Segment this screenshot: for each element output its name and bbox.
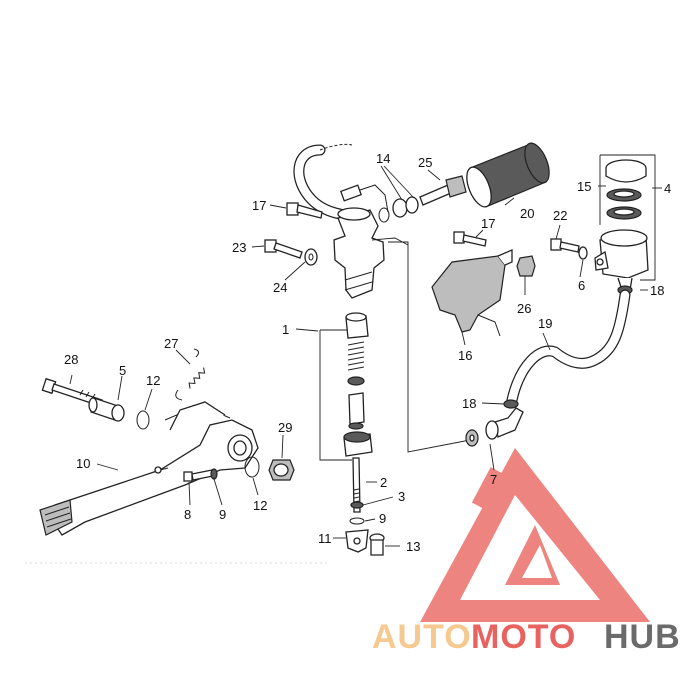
piston	[348, 392, 365, 425]
callout-8: 8	[184, 507, 191, 522]
callout-20: 20	[520, 206, 534, 221]
oring-12-upper	[136, 410, 150, 430]
callout-28: 28	[64, 352, 78, 367]
watermark-triangle-cut	[522, 545, 552, 578]
callout-1: 1	[282, 322, 289, 337]
callout-labels: 1 2 3 4 5 6 7 8 9 9 10 11 12 12 13 14 15…	[64, 151, 671, 554]
nut-26	[516, 255, 536, 277]
cylinder-body	[333, 207, 409, 299]
callout-2: 2	[380, 475, 387, 490]
callout-22: 22	[553, 208, 567, 223]
washer-9-pedal	[210, 468, 218, 480]
watermark-logo	[420, 448, 650, 622]
nut-3	[350, 501, 364, 509]
callout-11: 11	[318, 531, 332, 546]
callout-5: 5	[119, 363, 126, 378]
heat-guard-16	[431, 249, 513, 337]
callout-6: 6	[578, 278, 585, 293]
callout-19: 19	[538, 316, 552, 331]
callout-26: 26	[517, 301, 531, 316]
callout-9-rod: 9	[379, 511, 386, 526]
callout-13: 13	[406, 539, 420, 554]
callout-15: 15	[577, 179, 591, 194]
reservoir-cap-15	[605, 159, 647, 220]
hose-fitting-7	[465, 407, 524, 447]
spring-inner	[347, 341, 365, 371]
washer-14b	[392, 198, 408, 218]
push-rod-2	[352, 457, 361, 513]
callout-16: 16	[458, 348, 472, 363]
callout-12-lower: 12	[253, 498, 267, 513]
clamp-18-lower	[503, 399, 519, 409]
callout-23: 23	[232, 240, 246, 255]
clevis-11	[345, 529, 369, 553]
washer-24	[304, 248, 318, 266]
callout-27: 27	[164, 336, 178, 351]
bolt-17-left	[286, 202, 323, 219]
washer-9-rod	[349, 517, 365, 525]
oring-12-lower	[244, 456, 260, 478]
callout-7: 7	[490, 472, 497, 487]
master-cylinder-assembly	[264, 143, 471, 556]
callout-10: 10	[76, 456, 90, 471]
bushing-5	[88, 397, 125, 422]
washer-14a	[378, 207, 390, 223]
callout-17-right: 17	[481, 216, 495, 231]
brake-pedal-10	[39, 401, 259, 536]
watermark-word-hub: HUB	[604, 618, 681, 656]
callout-9-pedal: 9	[219, 507, 226, 522]
watermark-brand-text: AUTO MOTO HUB	[372, 618, 681, 656]
callout-24: 24	[273, 280, 287, 295]
callout-14: 14	[376, 151, 390, 166]
banjo-bolt-25	[419, 175, 467, 206]
callout-3: 3	[398, 489, 405, 504]
reservoir-4	[594, 229, 649, 291]
callout-18-top: 18	[650, 283, 664, 298]
leader-lines	[69, 165, 648, 547]
callout-4: 4	[664, 181, 671, 196]
reservoir-assembly	[419, 142, 662, 447]
bolt-17-right	[453, 231, 487, 247]
callout-12-upper: 12	[146, 373, 160, 388]
bolt-23	[264, 239, 303, 259]
bolt-22	[550, 238, 580, 253]
callout-18-lower: 18	[462, 396, 476, 411]
pedal-assembly	[39, 348, 295, 536]
callout-29: 29	[278, 420, 292, 435]
spring-27	[175, 348, 206, 401]
washer-6	[578, 246, 588, 260]
pin-13	[369, 533, 385, 556]
callout-17-left: 17	[252, 198, 266, 213]
watermark-word-moto: MOTO	[471, 618, 576, 656]
dust-boot	[343, 431, 373, 457]
watermark-word-auto: AUTO	[372, 618, 472, 656]
sleeve-20	[466, 142, 550, 208]
nut-29	[268, 459, 295, 481]
seal-1	[347, 376, 365, 386]
callout-25: 25	[418, 155, 432, 170]
washer-14c	[405, 196, 419, 214]
